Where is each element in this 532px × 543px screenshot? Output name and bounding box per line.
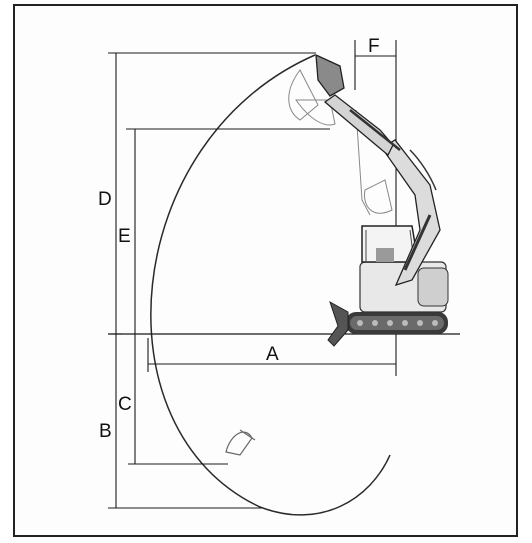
label-b: B — [99, 421, 112, 442]
label-c: C — [118, 394, 132, 415]
bucket — [315, 53, 345, 97]
excavator — [315, 53, 449, 347]
ghost-bucket-top — [288, 69, 336, 126]
boom — [381, 139, 441, 287]
dimension-c — [128, 334, 228, 465]
dimension-a — [147, 334, 397, 376]
ghost-arm-mid — [355, 109, 393, 216]
label-a: A — [266, 344, 279, 365]
dimension-e — [126, 128, 330, 334]
label-e: E — [118, 226, 131, 247]
dimension-b — [108, 334, 262, 509]
label-f: F — [368, 36, 380, 57]
dimension-d — [108, 52, 316, 335]
label-d: D — [98, 189, 112, 210]
arm — [323, 94, 394, 157]
dozer-blade — [327, 300, 349, 347]
reach-arc — [150, 54, 391, 516]
ghost-bucket-bottom — [225, 429, 256, 456]
